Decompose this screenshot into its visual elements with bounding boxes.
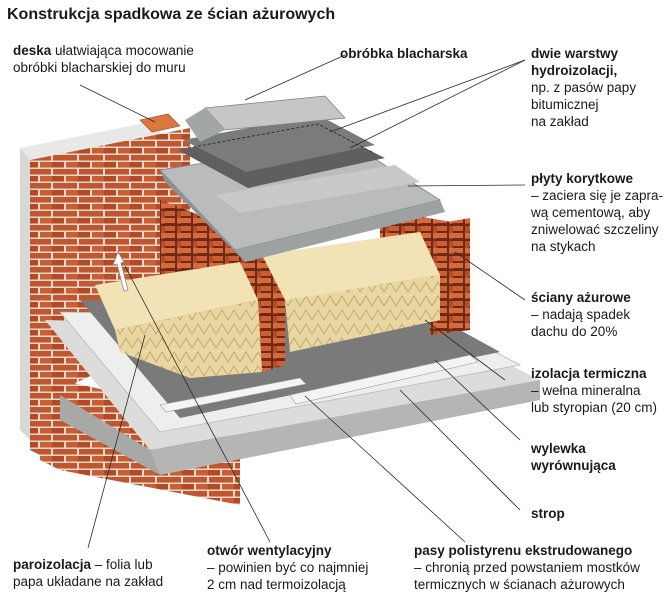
label-waterproofing: dwie warstwy hydroizolacji, np. z pasów …: [531, 45, 636, 130]
label-xps-strips: pasy polistyrenu ekstrudowanego – chroni…: [414, 542, 640, 593]
channel-slabs: [159, 139, 445, 262]
label-channel-slabs-name: płyty korytkowe: [531, 171, 634, 186]
label-xps-strips-name: pasy polistyrenu ekstrudowanego: [414, 543, 633, 558]
label-vapour-barrier: paroizolacja – folia lub papa układane n…: [13, 556, 163, 590]
label-thermal-insulation-desc-2: lub styropian (20 cm): [531, 400, 658, 415]
label-channel-slabs-desc-3: zniwelować szczeliny: [531, 222, 659, 237]
label-screed-name-2: wyrównująca: [531, 458, 616, 473]
leader-lines: [79, 54, 526, 549]
label-channel-slabs-desc-1: – zaciera się je zapra-: [531, 188, 664, 203]
label-channel-slabs-desc-4: na stykach: [531, 239, 596, 254]
label-ventilation-opening-name: otwór wentylacyjny: [207, 543, 332, 558]
label-openwork-walls-desc-2: dachu do 20%: [531, 324, 618, 339]
xps-strip-2: [289, 354, 479, 405]
label-ventilation-opening: otwór wentylacyjny – powinien być co naj…: [207, 542, 368, 593]
label-openwork-walls-desc-1: – nadają spadek: [531, 307, 631, 322]
label-waterproofing-name-2: hydroizolacji,: [531, 63, 618, 78]
label-screed: wylewka wyrównująca: [531, 440, 616, 474]
label-openwork-walls-name: ściany ażurowe: [531, 290, 631, 305]
ventilation-opening: [112, 251, 129, 292]
label-thermal-insulation-name: izolacja termiczna: [531, 366, 647, 381]
label-vapour-barrier-desc-2: papa układane na zakład: [13, 574, 164, 589]
label-channel-slabs: płyty korytkowe – zaciera się je zapra- …: [531, 170, 663, 255]
waterproofing-layers: [178, 115, 385, 188]
label-vapour-barrier-name: paroizolacja: [13, 557, 92, 572]
label-board: deska ułatwiająca mocowanie obróbki blac…: [13, 42, 194, 76]
label-vapour-barrier-desc-1: – folia lub: [91, 557, 153, 572]
label-openwork-walls: ściany ażurowe – nadają spadek dachu do …: [531, 289, 631, 340]
label-ventilation-opening-desc-2: 2 cm nad termoizolacją: [207, 577, 346, 592]
label-waterproofing-desc-2: bitumicznej: [531, 97, 599, 112]
label-ceiling-name: strop: [531, 506, 565, 521]
label-waterproofing-desc-1: np. z pasów papy: [531, 80, 637, 95]
label-board-desc-2: obróbki blacharskiej do muru: [13, 60, 186, 75]
label-thermal-insulation: izolacja termiczna – wełna mineralna lub…: [531, 365, 657, 416]
label-board-name: deska: [13, 43, 52, 58]
diagram-title: Konstrukcja spadkowa ze ścian ażurowych: [7, 6, 336, 23]
label-thermal-insulation-desc-1: – wełna mineralna: [531, 383, 641, 398]
wood-board: [139, 113, 181, 133]
label-ceiling: strop: [531, 505, 565, 522]
label-xps-strips-desc-2: termicznych w ścianach ażurowych: [414, 577, 625, 592]
label-waterproofing-name-1: dwie warstwy: [531, 46, 619, 61]
label-xps-strips-desc-1: – chronią przed powstaniem mostków: [414, 560, 640, 575]
label-channel-slabs-desc-2: wą cementową, aby: [531, 205, 651, 220]
label-board-desc-1: ułatwiająca mocowanie: [51, 43, 194, 58]
label-waterproofing-desc-3: na zakład: [531, 114, 589, 129]
thermal-insulation: [95, 232, 440, 378]
label-ventilation-opening-desc-1: – powinien być co najmniej: [207, 560, 369, 575]
label-flashing: obróbka blacharska: [340, 45, 468, 62]
sheet-metal-flashing: [185, 95, 346, 142]
xps-strip-1: [159, 377, 307, 413]
label-flashing-name: obróbka blacharska: [340, 46, 468, 61]
label-screed-name-1: wylewka: [531, 441, 586, 456]
